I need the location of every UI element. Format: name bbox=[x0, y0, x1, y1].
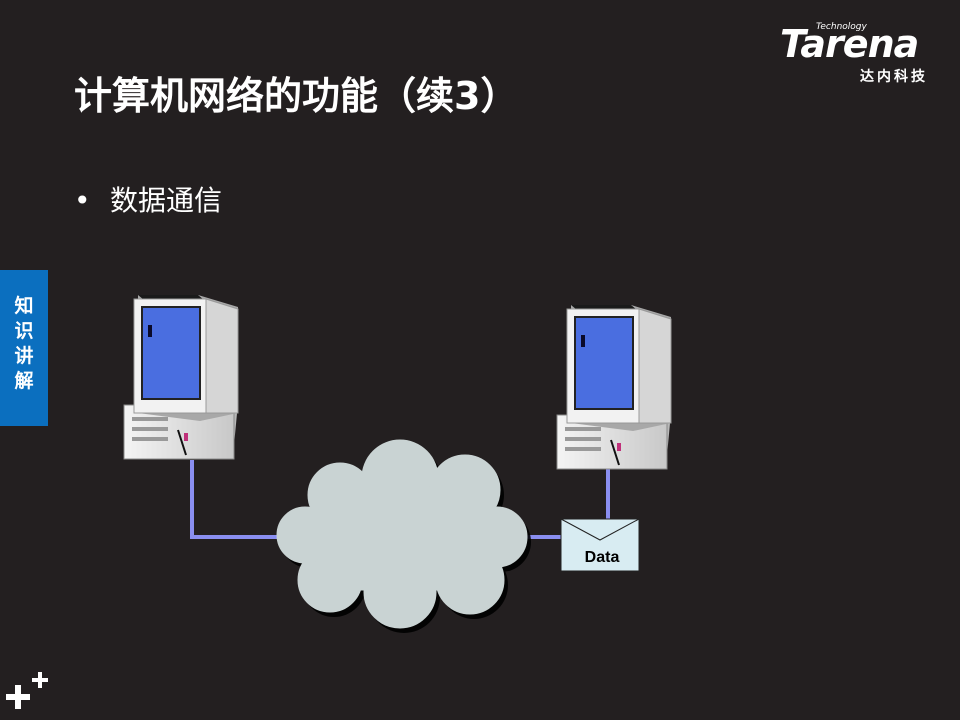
logo-wordmark: Tarena bbox=[780, 22, 919, 66]
data-envelope: Data bbox=[560, 518, 640, 572]
plus-logo-icon bbox=[6, 672, 48, 709]
logo-tagline: Technology bbox=[816, 22, 867, 32]
left-link bbox=[190, 460, 300, 539]
slide-title: 计算机网络的功能（续3） bbox=[74, 74, 519, 118]
network-cloud bbox=[276, 439, 531, 633]
side-tab-knowledge: 知识讲解 bbox=[0, 270, 48, 426]
logo-chinese-name: 达内科技 bbox=[860, 69, 928, 85]
tarena-logo: Technology Tarena 达内科技 bbox=[780, 22, 946, 85]
bullet-text: 数据通信 bbox=[110, 184, 223, 217]
envelope-label: Data bbox=[585, 549, 620, 566]
bullet-item: • 数据通信 bbox=[74, 182, 222, 220]
bullet-dot: • bbox=[74, 184, 91, 217]
computer-right bbox=[556, 305, 672, 470]
side-tab-label: 知识讲解 bbox=[14, 295, 34, 392]
envelope-flap bbox=[560, 518, 640, 541]
computer-left bbox=[123, 295, 239, 460]
